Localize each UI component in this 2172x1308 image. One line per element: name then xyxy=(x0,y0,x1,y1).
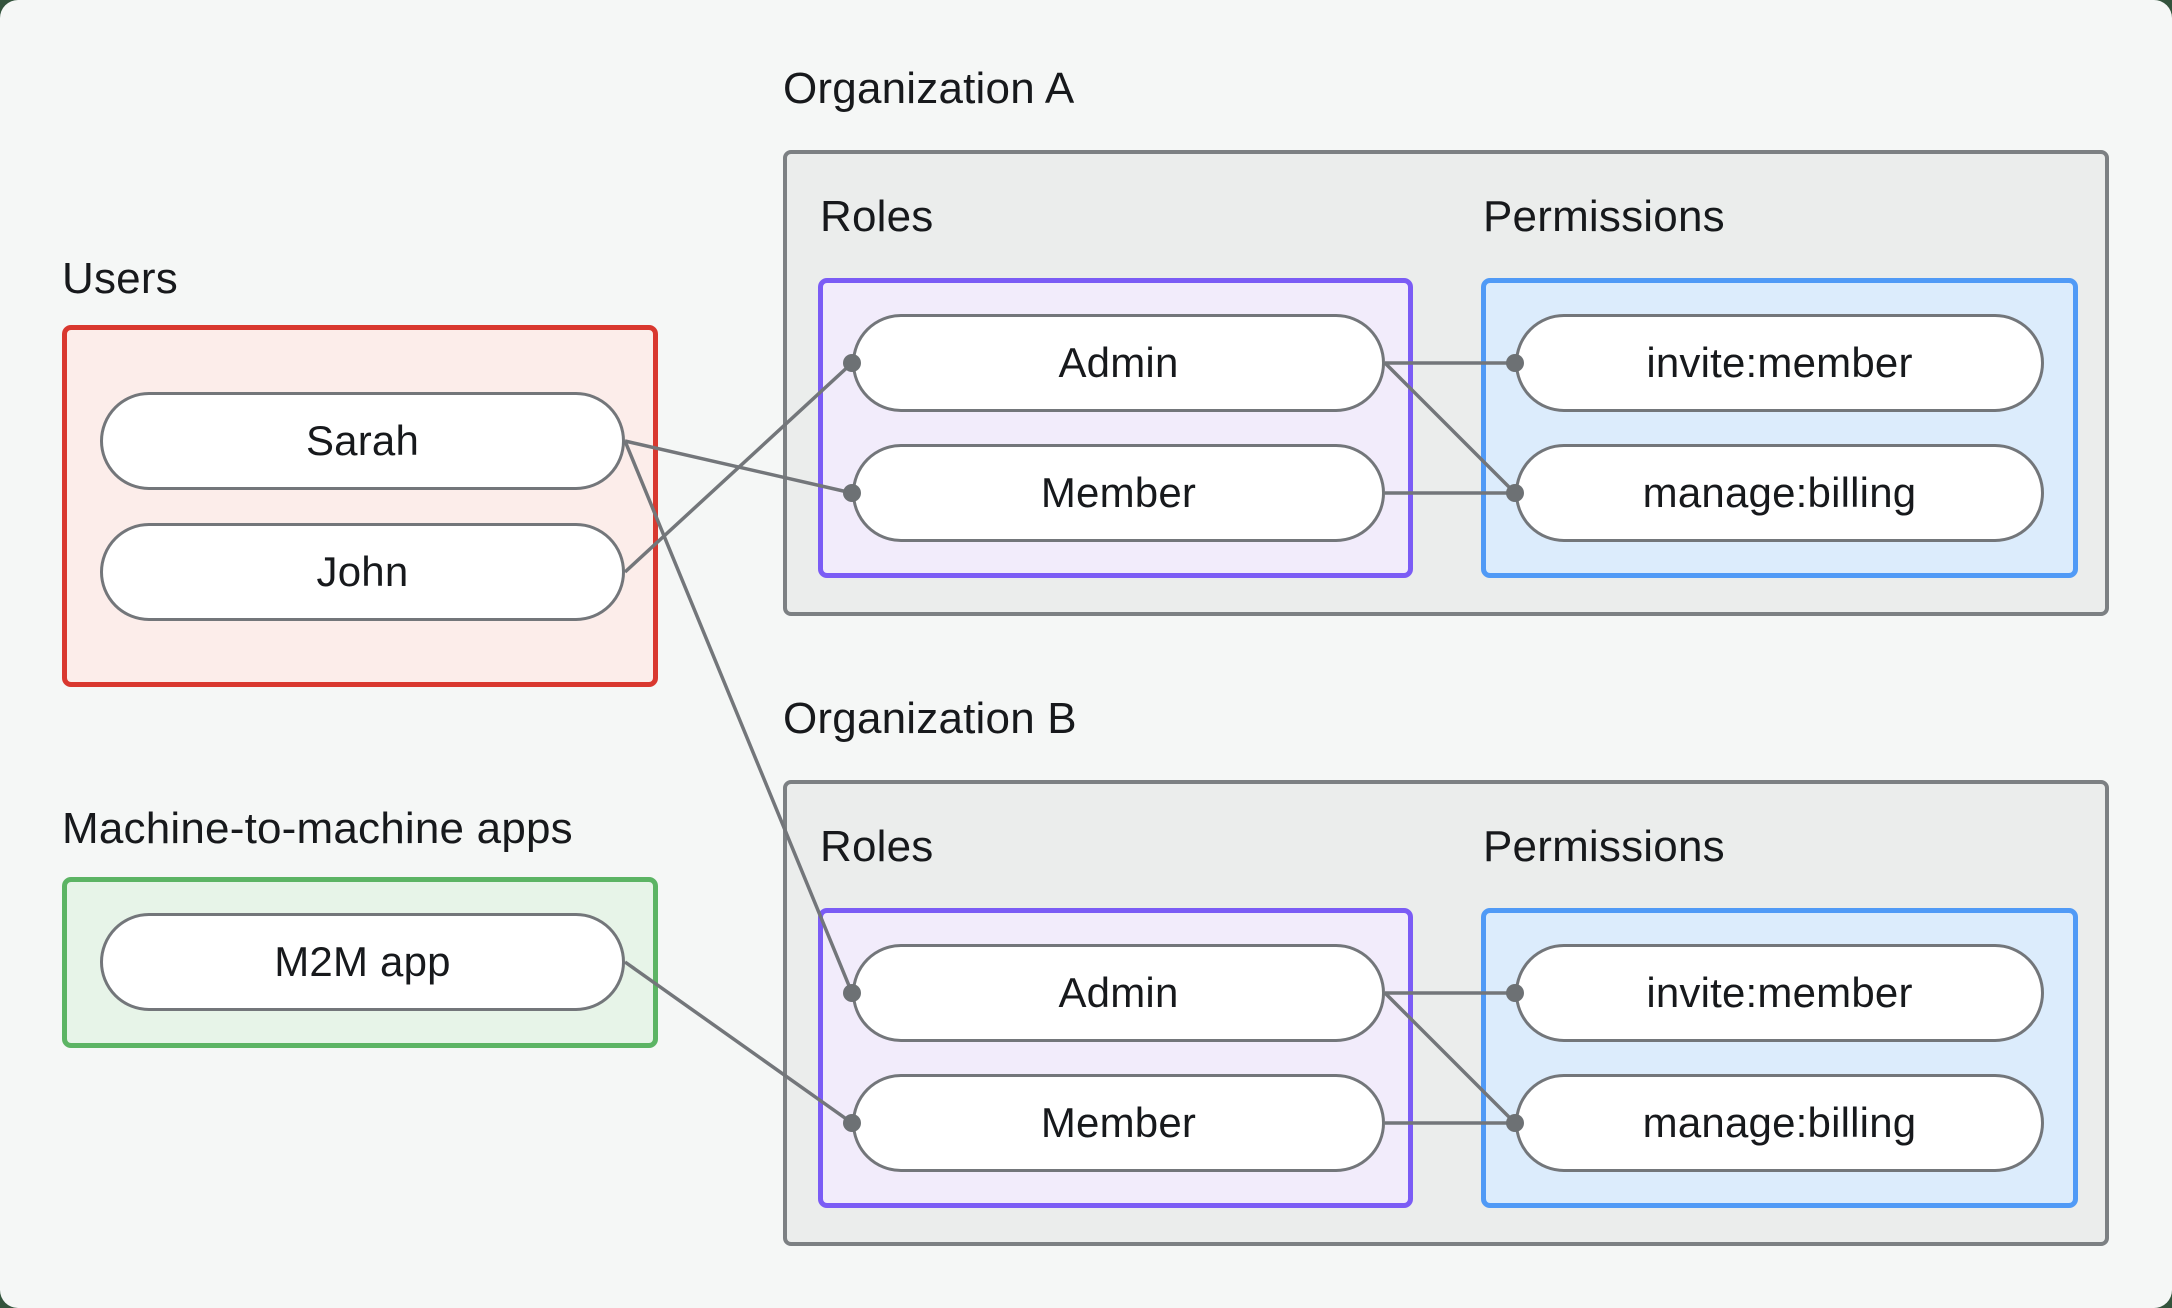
org-b-permission-node-invite-member: invite:member xyxy=(1515,944,2044,1042)
org-a-permission-node-invite-member: invite:member xyxy=(1515,314,2044,412)
org-a-permissions-box: invite:member manage:billing xyxy=(1481,278,2078,578)
org-a-role-node-member: Member xyxy=(852,444,1385,542)
m2m-box: M2M app xyxy=(62,877,658,1048)
org-b-roles-box: Admin Member xyxy=(818,908,1413,1208)
m2m-app-node: M2M app xyxy=(100,913,625,1011)
org-a-roles-box: Admin Member xyxy=(818,278,1413,578)
org-a-permission-node-manage-billing: manage:billing xyxy=(1515,444,2044,542)
org-b-title: Organization B xyxy=(783,694,1077,743)
org-b-permissions-label: Permissions xyxy=(1483,822,1725,871)
org-a-title: Organization A xyxy=(783,64,1075,113)
org-b-permissions-box: invite:member manage:billing xyxy=(1481,908,2078,1208)
org-a-role-node-admin: Admin xyxy=(852,314,1385,412)
org-b-role-node-member: Member xyxy=(852,1074,1385,1172)
org-a-permissions-label: Permissions xyxy=(1483,192,1725,241)
org-b-role-node-admin: Admin xyxy=(852,944,1385,1042)
user-node-sarah: Sarah xyxy=(100,392,625,490)
org-b-roles-label: Roles xyxy=(820,822,934,871)
m2m-group-label: Machine-to-machine apps xyxy=(62,804,573,853)
org-a-roles-label: Roles xyxy=(820,192,934,241)
users-box: Sarah John xyxy=(62,325,658,687)
org-b-permission-node-manage-billing: manage:billing xyxy=(1515,1074,2044,1172)
user-node-john: John xyxy=(100,523,625,621)
users-group-label: Users xyxy=(62,254,178,303)
